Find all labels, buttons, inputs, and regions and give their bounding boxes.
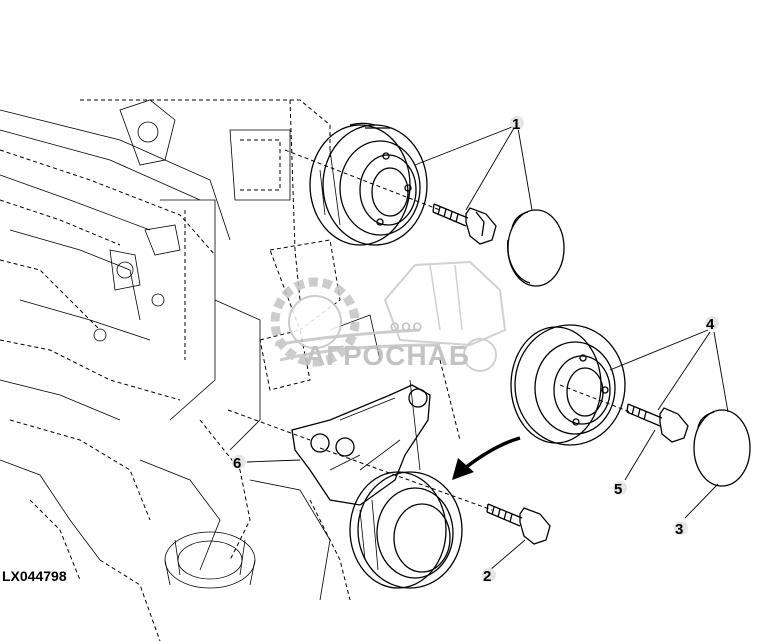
callout-labels: 1 2 3 4 5 6 bbox=[232, 116, 719, 585]
callout-3: 3 bbox=[675, 521, 683, 538]
leader-lines bbox=[246, 126, 729, 571]
callout-5: 5 bbox=[614, 481, 622, 498]
watermark: ООО АГРОСНАБ bbox=[270, 260, 507, 372]
upper-bolt bbox=[284, 149, 497, 245]
install-arrow bbox=[452, 436, 521, 480]
callout-6: 6 bbox=[233, 455, 241, 472]
right-idler-pulley bbox=[510, 324, 626, 446]
watermark-harvester-icon bbox=[383, 260, 507, 347]
right-bolt bbox=[559, 384, 689, 443]
upper-idler-pulley bbox=[309, 122, 428, 246]
figure-id: LX044798 bbox=[2, 568, 67, 584]
callout-1: 1 bbox=[512, 116, 520, 133]
callout-4: 4 bbox=[706, 316, 715, 333]
watermark-prefix: ООО bbox=[390, 320, 424, 334]
lower-bolt bbox=[227, 409, 551, 545]
tensioner-assembly bbox=[291, 384, 463, 589]
watermark-brand: АГРОСНАБ bbox=[305, 340, 470, 371]
upper-cap bbox=[507, 209, 565, 287]
right-cap bbox=[693, 409, 751, 487]
callout-2: 2 bbox=[483, 568, 491, 585]
